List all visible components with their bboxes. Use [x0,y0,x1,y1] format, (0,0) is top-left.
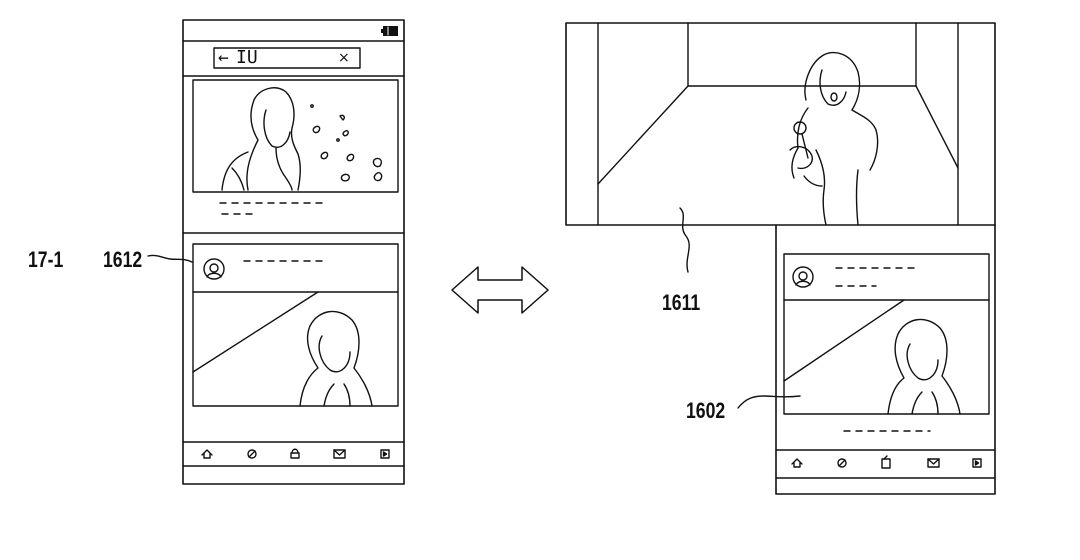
ref-label-1611: 1611 [662,290,701,315]
back-arrow-icon[interactable]: ← [218,47,229,68]
right-phone [775,224,996,495]
mail-icon[interactable] [333,449,346,459]
lock-icon[interactable] [290,448,300,459]
leader-1611 [679,207,690,273]
search-input[interactable] [213,47,361,69]
post-1612[interactable] [192,243,399,407]
double-arrow-icon [451,266,549,314]
ref-label-1602: 1602 [686,398,726,423]
right-phone-frame [775,224,996,495]
play-icon[interactable] [380,449,390,459]
battery-icon [381,26,398,36]
left-nav-bar [201,448,390,459]
right-nav-bar [791,455,982,469]
left-phone [182,19,405,485]
leader-1602 [737,395,801,409]
compass-icon[interactable] [837,458,847,468]
tablet-icon[interactable] [881,455,891,469]
left-phone-frame [182,19,405,485]
play-icon[interactable] [972,458,982,468]
feed-image-1[interactable] [192,79,399,193]
avatar-icon [203,258,225,280]
mail-icon[interactable] [927,458,940,468]
ref-label-1612: 1612 [103,247,143,272]
compass-icon[interactable] [247,449,257,459]
search-query-text[interactable]: IU [236,47,258,68]
home-icon[interactable] [791,458,803,468]
clear-search-icon[interactable]: × [338,50,350,66]
video-frame-1611[interactable] [565,22,996,226]
home-icon[interactable] [201,449,213,459]
post-1602[interactable] [783,253,990,415]
figure-ref-label: 17-1 [28,247,64,272]
microphone-icon [789,121,813,170]
avatar-icon [792,266,814,288]
leader-1612 [147,254,193,263]
